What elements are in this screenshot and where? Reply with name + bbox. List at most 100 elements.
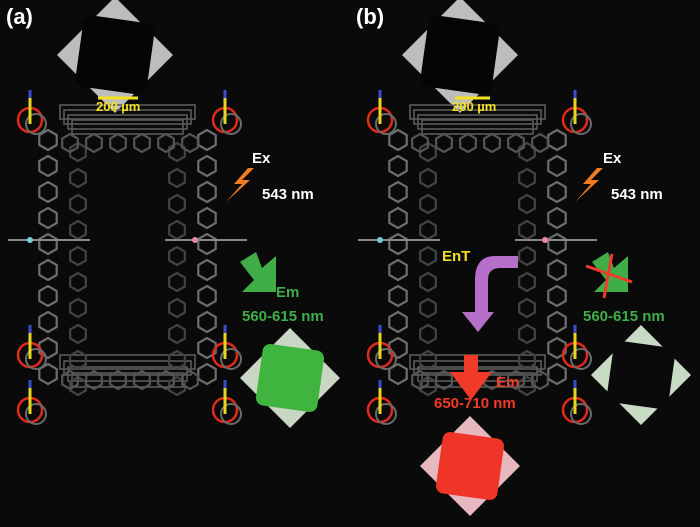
panel-b-crystal-dark-green-channel-core [606,340,676,410]
panel-b-top-layer [413,109,542,125]
panel-a-right-ring2 [168,349,186,371]
panel-a-ex-label: Ex [252,150,271,167]
panel-a-metal-cluster-ring [25,348,47,370]
panel-b-bottom-ring [411,369,429,391]
panel-a-right-ring2 [168,297,186,319]
panel-b-right-ring2 [518,297,536,319]
panel-a-right-ring [197,362,217,386]
panel-b-left-ring2 [419,323,437,345]
panel-a-left-ring [38,258,58,282]
panel-a-bottom-layer [63,360,192,376]
panel-a-left-ring [38,128,58,152]
panel-b-left-ring2 [419,219,437,241]
panel-a-metal-cluster-ring [220,113,242,135]
panel-a-right-ring [197,154,217,178]
panel-a-left-ring [38,154,58,178]
panel-a-right-ring [197,310,217,334]
panel-b-left-ring [388,336,408,360]
panel-b-crystal-bright-field-core [420,15,500,95]
panel-b-right-ring2 [518,193,536,215]
panel-b-left-ring2 [419,245,437,267]
panel-b-metal-cluster-ring [375,403,397,425]
panel-a-right-ring [197,206,217,230]
panel-b-metal-cluster-ring [570,113,592,135]
panel-b-excitation-bolt-icon [575,168,603,202]
panel-b-right-ring2 [518,323,536,345]
panel-b-ex-label: Ex [603,150,622,167]
panel-a-right-ring2 [168,193,186,215]
panel-b-right-ring2 [518,271,536,293]
panel-b-right-ring [547,310,567,334]
panel-a-left-ring [38,180,58,204]
panel-b-right-ring [547,362,567,386]
panel-a-left-ring [38,206,58,230]
panel-a-right-ring2 [168,323,186,345]
panel-b-left-ring [388,206,408,230]
panel-b-top-layer [421,119,534,135]
panel-b-right-ring [547,232,567,256]
panel-b-bottom-ring [507,369,525,391]
panel-b-right-ring [547,336,567,360]
panel-b-left-ring2 [419,193,437,215]
panel-a-crystal-green-fluorescence-core [255,343,325,413]
panel-b-crystal-red-fluorescence-core [435,431,505,501]
panel-b-ex-wavelength: 543 nm [611,186,663,203]
panel-a-left-ring2 [69,167,87,189]
panel-b-ent-label: EnT [442,248,471,265]
panel-a-top-layer [67,114,188,130]
panel-a-label: (a) [6,4,33,29]
panel-a-left-ring2 [69,323,87,345]
panel-b-b-atom [377,237,383,243]
panel-a-right-ring2 [168,219,186,241]
panel-b-left-ring [388,154,408,178]
panel-a-bottom-ring [61,369,79,391]
panel-b-left-ring [388,180,408,204]
panel-b-left-ring2 [419,167,437,189]
panel-b-left-ring2 [419,349,437,371]
panel-a-bottom-ring [181,369,199,391]
panel-b-right-ring [547,128,567,152]
panel-b-cross-icon-2 [602,253,614,299]
panel-b-energy-transfer-arrow-icon [462,256,518,332]
panel-b-right-ring2 [518,349,536,371]
panel-b-top-ring [459,132,477,154]
panel-b-right-ring2 [518,375,536,397]
panel-b-left-ring [388,258,408,282]
panel-b-right-ring2 [518,219,536,241]
panel-a-right-ring2 [168,141,186,163]
panel-a-top-ring [85,132,103,154]
panel-a-bottom-ring [109,369,127,391]
panel-a-top-ring [133,132,151,154]
panel-a-right-ring2 [168,375,186,397]
panel-a-left-ring [38,232,58,256]
panel-a-crystal-bright-field-core [75,15,155,95]
panel-b-top-layer [417,114,538,130]
panel-b-right-ring [547,206,567,230]
panel-a-left-ring [38,284,58,308]
panel-b-left-ring [388,232,408,256]
panel-b-red-emission-arrow-icon [450,355,492,400]
panel-a-metal-cluster-ring [25,403,47,425]
panel-b-right-ring2 [518,245,536,267]
panel-a-metal-cluster-ring [25,113,47,135]
panel-a-top-layer [59,104,196,120]
panel-a-right-ring [197,258,217,282]
panel-b-left-ring [388,128,408,152]
panel-a-ex-wavelength: 543 nm [262,186,314,203]
panel-b-top-ring [507,132,525,154]
panel-a-right-ring [197,232,217,256]
panel-b-em-label: Em [496,374,520,391]
panel-a-top-ring [109,132,127,154]
panel-a-left-ring2 [69,297,87,319]
panel-a-top-ring [61,132,79,154]
panel-a-left-ring [38,310,58,334]
panel-a-left-ring [38,336,58,360]
panel-b-right-ring2 [518,141,536,163]
panel-b-bottom-ring [531,369,549,391]
panel-a-bottom-layer [59,354,196,370]
panel-a-left-ring2 [69,271,87,293]
panel-a-top-layer [63,109,192,125]
panel-a-bottom-ring [133,369,151,391]
